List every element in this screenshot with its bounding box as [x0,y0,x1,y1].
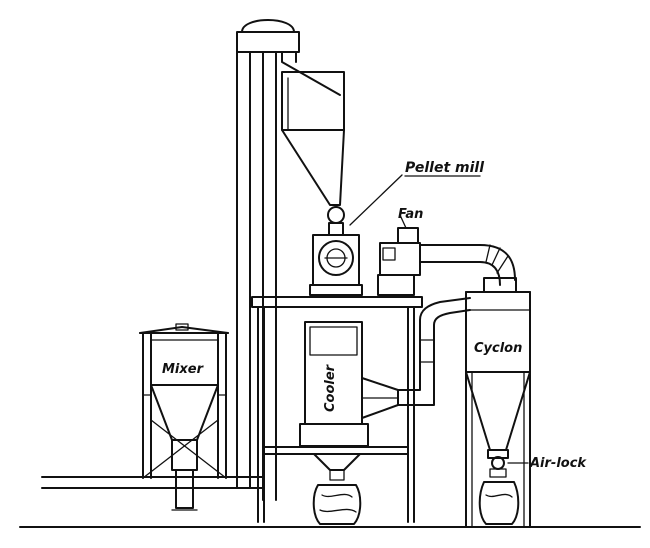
duct-cooler-to-cyclone [397,297,471,406]
feed-conveyor [41,476,263,489]
fan [377,214,421,296]
pellet-mill-label: Pellet mill [405,160,484,176]
air-lock [487,449,529,478]
mixer [139,323,229,511]
cyclone-label: Cyclon [474,341,522,356]
cyclone-bag [478,481,520,525]
fan-label: Fan [398,207,423,222]
support-structure [251,296,423,523]
cooler-label: Cooler [323,363,338,412]
hopper [281,71,345,206]
air-lock-label: Air-lock [529,456,587,471]
cooler [299,321,399,447]
cyclone [465,277,531,528]
cooler-bag [312,453,362,525]
mixer-label: Mixer [162,362,205,377]
duct-fan-to-cyclone [419,244,516,286]
pellet-mill [309,174,403,296]
